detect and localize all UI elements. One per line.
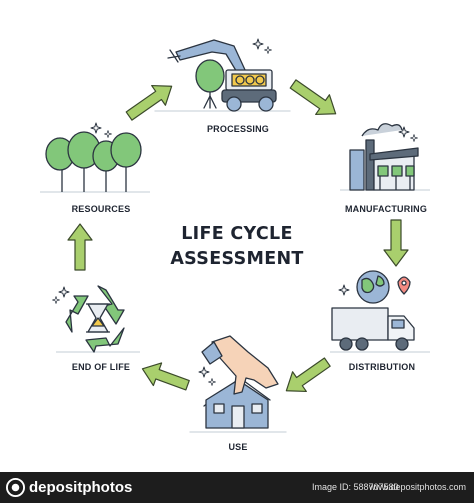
diagram-graphics [40,38,430,433]
label-processing: PROCESSING [206,124,269,134]
label-distribution: DISTRIBUTION [348,362,416,372]
cycle-arrows [67,79,409,393]
depositphotos-logo-icon [6,478,25,497]
label-manufacturing: MANUFACTURING [344,204,428,214]
life-cycle-diagram: LIFE CYCLE ASSESSMENT PROCESSING MANUFAC… [40,38,430,452]
arrow-end-of-life-to-resources [67,223,93,271]
arrow-use-to-end-of-life [141,362,190,391]
end-of-life-icon [52,285,140,353]
resources-icon [40,122,150,193]
arrow-manufacturing-to-distribution [383,219,409,267]
arrow-distribution-to-use [285,357,331,393]
processing-icon [154,38,291,112]
label-resources: RESOURCES [71,204,131,214]
use-icon [189,335,287,433]
label-end-of-life: END OF LIFE [71,362,131,372]
image-id: Image ID: 588707580 [312,482,399,492]
arrow-resources-to-processing [125,84,173,121]
site-url: www.depositphotos.com [368,482,466,492]
brand-name: depositphotos [29,479,133,496]
diagram-title: LIFE CYCLE ASSESSMENT [130,222,344,272]
arrow-processing-to-manufacturing [289,79,337,116]
manufacturing-icon [340,123,430,191]
title-line-2: ASSESSMENT [170,249,304,269]
watermark-footer: depositphotos Image ID: 588707580 www.de… [0,472,474,503]
title-line-1: LIFE CYCLE [181,224,293,244]
label-use: USE [228,442,248,452]
distribution-icon [330,270,430,353]
